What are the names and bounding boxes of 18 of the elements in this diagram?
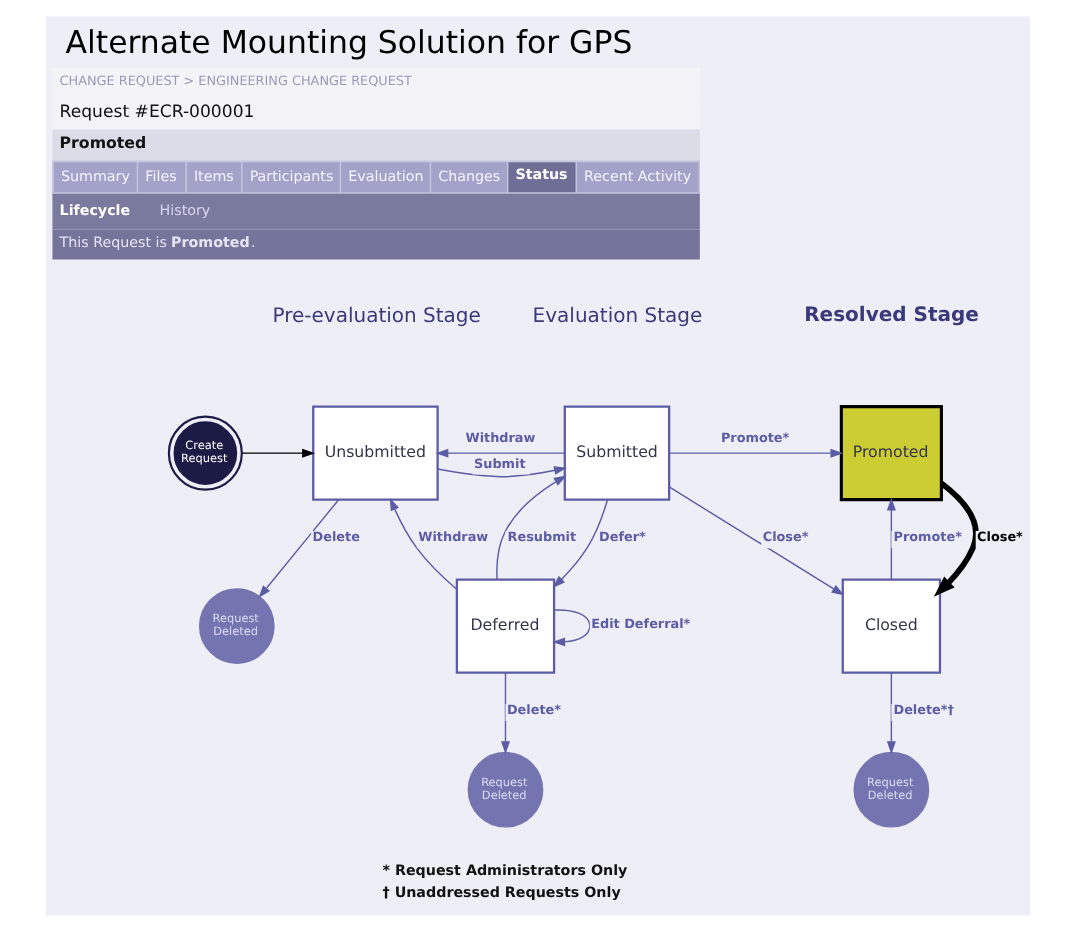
label: Resolved Stage: [804, 304, 979, 327]
label: This Request is Promoted.: [59, 232, 256, 251]
label: Evaluation: [348, 166, 424, 185]
label: Changes: [438, 166, 501, 185]
label: Evaluation Stage: [532, 305, 703, 328]
label: * Request Administrators Only: [382, 861, 628, 880]
label: History: [159, 201, 211, 220]
label: Files: [145, 166, 177, 185]
label: Request #ECR-000001: [59, 103, 255, 124]
label: † Unaddressed Requests Only: [382, 882, 621, 901]
label: Pre-evaluation Stage: [272, 305, 481, 328]
label: Lifecycle: [59, 201, 131, 220]
label: Participants: [249, 166, 334, 185]
label: Recent Activity: [584, 166, 692, 185]
label: Status: [515, 165, 568, 184]
label: Summary: [61, 166, 130, 185]
diagram-title: Alternate Mounting Solution for GPS: [65, 23, 633, 62]
label: Items: [193, 166, 234, 185]
